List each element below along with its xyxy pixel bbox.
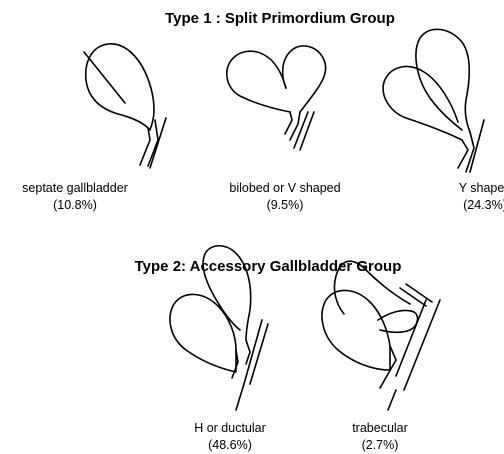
h-ductular-common-duct-c (236, 384, 244, 410)
trabecular-duct-b (404, 300, 440, 390)
trabecular-back-lobe (334, 261, 410, 314)
bilobed-gallbladder-drawing (227, 46, 326, 150)
trabecular-gallbladder-drawing (322, 261, 440, 410)
trabecular-gallbladder-caption: trabecular (2.7%) (325, 420, 435, 454)
bilobed-gallbladder-right-lobe (283, 46, 326, 112)
trabecular-duct-inner (380, 346, 396, 388)
septate-gallbladder-septum (84, 52, 125, 103)
y-shaped-gallbladder-caption: Y shaped (24.3%) (430, 180, 504, 214)
h-ductular-gallbladder-label: H or ductular (165, 420, 295, 437)
y-shaped-gallbladder-label: Y shaped (430, 180, 504, 197)
septate-gallbladder-percent: (10.8%) (0, 197, 150, 214)
h-ductular-gallbladder-percent: (48.6%) (165, 437, 295, 454)
bilobed-gallbladder-duct-a (294, 112, 308, 148)
h-ductular-front-lobe (170, 294, 236, 372)
trabecular-duct-c (388, 390, 396, 410)
bilobed-gallbladder-duct-b (300, 112, 314, 150)
bilobed-gallbladder-caption: bilobed or V shaped (9.5%) (210, 180, 360, 214)
septate-gallbladder-caption: septate gallbladder (10.8%) (0, 180, 150, 214)
h-ductular-gallbladder-caption: H or ductular (48.6%) (165, 420, 295, 454)
h-ductular-cystic-duct-b (246, 340, 250, 364)
trabecular-side-duct-a (400, 288, 426, 306)
trabecular-side-duct-b (406, 284, 432, 302)
y-shaped-gallbladder-percent: (24.3%) (430, 197, 504, 214)
septate-gallbladder-label: septate gallbladder (0, 180, 150, 197)
trabecular-gallbladder-percent: (2.7%) (325, 437, 435, 454)
y-shaped-gallbladder-front-lobe (383, 67, 462, 140)
y-shaped-gallbladder-duct-inner (458, 140, 468, 168)
h-ductular-cystic-duct-a (232, 350, 238, 378)
bilobed-gallbladder-percent: (9.5%) (210, 197, 360, 214)
septate-gallbladder-outline (86, 44, 154, 130)
y-shaped-gallbladder-duct-outer (470, 120, 484, 172)
septate-gallbladder-drawing (84, 44, 166, 168)
h-ductular-back-lobe (203, 246, 251, 340)
trabecular-gallbladder-label: trabecular (325, 420, 435, 437)
septate-gallbladder-duct-left (140, 128, 150, 165)
bilobed-gallbladder-left-lobe (227, 51, 290, 112)
bilobed-gallbladder-label: bilobed or V shaped (210, 180, 360, 197)
bilobed-gallbladder-neck (285, 112, 292, 134)
y-shaped-gallbladder-drawing (383, 29, 484, 172)
septate-gallbladder-duct-outer (150, 118, 166, 168)
y-shaped-gallbladder-back-lobe (416, 29, 470, 132)
h-ductular-gallbladder-drawing (170, 246, 268, 410)
